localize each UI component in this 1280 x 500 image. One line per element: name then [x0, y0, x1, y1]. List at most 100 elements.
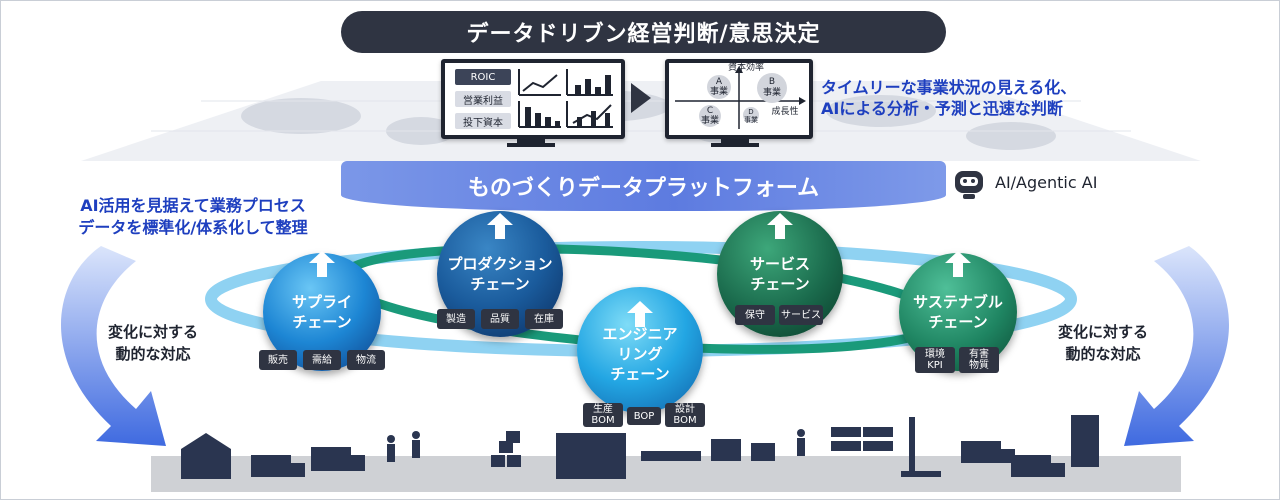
- up-arrow-icon: [487, 213, 513, 239]
- bubble-d: [743, 107, 759, 123]
- bubble-c-letter: C: [706, 106, 714, 116]
- tag-line: BOM: [591, 415, 615, 426]
- supply-tag-demand: 需給: [303, 350, 341, 370]
- production-tag-manufacturing: 製造: [437, 309, 475, 329]
- box-icon: [491, 455, 505, 467]
- worker-icon: [387, 435, 395, 443]
- axis-y-label: 資本効率: [727, 63, 764, 73]
- monitor-stand: [721, 137, 749, 143]
- kpi-mini-charts: [518, 69, 613, 128]
- engineering-chain-label-1: エンジニア: [602, 325, 678, 343]
- kpi-operating-profit-label: 営業利益: [455, 91, 511, 107]
- right-side-line-1: 変化に対する: [1057, 323, 1148, 341]
- monitor-stand: [517, 137, 545, 143]
- right-dynamic-response-label: 変化に対する 動的な対応: [1043, 321, 1163, 365]
- sustainable-chain-label-1: サステナブル: [913, 293, 1003, 311]
- bubble-b-label: 事業: [762, 88, 781, 98]
- shelf-icon: [831, 427, 861, 437]
- lift-icon: [909, 417, 915, 473]
- supply-chain-label-1: サプライ: [291, 293, 352, 311]
- conveyor-icon: [641, 451, 701, 461]
- tag-line: 物質: [969, 360, 989, 371]
- left-curved-arrow-icon: [61, 246, 166, 446]
- bubble-d-letter: D: [748, 108, 754, 116]
- right-curved-arrow-icon: [1124, 246, 1229, 446]
- production-tag-quality: 品質: [481, 309, 519, 329]
- monitor-base: [507, 143, 555, 147]
- building-icon: [1071, 415, 1099, 467]
- robot-icon: [955, 171, 983, 199]
- up-arrow-icon: [627, 301, 653, 327]
- up-arrow-icon: [945, 251, 971, 277]
- worker-icon: [412, 431, 420, 439]
- tag-line: KPI: [927, 360, 943, 371]
- right-side-line-2: 動的な対応: [1065, 345, 1141, 363]
- production-chain-label-2: チェーン: [470, 275, 530, 293]
- up-arrow-icon: [309, 251, 335, 277]
- supply-tag-logistics: 物流: [347, 350, 385, 370]
- engineering-chain-circle: エンジニアリングチェーン: [577, 287, 703, 413]
- service-tag-maintenance: 保守: [735, 305, 775, 325]
- visibility-callout: タイムリーな事業状況の見える化、 AIによる分析・予測と迅速な判断: [821, 77, 1141, 119]
- tag-line: BOM: [673, 415, 697, 426]
- truck-icon: [251, 455, 291, 477]
- bubble-c-label: 事業: [700, 116, 719, 126]
- up-arrow-icon: [767, 213, 793, 239]
- bubble-c: [699, 105, 721, 127]
- production-chain-label-1: プロダクション: [447, 255, 553, 273]
- machine-icon: [556, 433, 626, 479]
- monitor-base: [711, 143, 759, 147]
- supply-tag-sales: 販売: [259, 350, 297, 370]
- service-chain-label-2: チェーン: [750, 275, 810, 293]
- worker-icon: [797, 429, 805, 437]
- kpi-dashboard-monitor: ROIC 営業利益 投下資本: [441, 59, 625, 139]
- truck-icon: [961, 441, 1001, 463]
- truck-icon: [311, 447, 351, 471]
- tag-line: 有害: [969, 349, 989, 360]
- production-tag-inventory: 在庫: [525, 309, 563, 329]
- kpi-invested-capital-label: 投下資本: [455, 113, 511, 129]
- left-side-line-1: 変化に対する: [107, 323, 198, 341]
- sustainable-tag-hazardous-substances: 有害物質: [959, 347, 999, 373]
- kpi-roic-label: ROIC: [455, 69, 511, 85]
- forklift-icon: [751, 443, 775, 461]
- platform-banner: ものづくりデータプラットフォーム: [341, 161, 946, 211]
- sustainable-chain-label-2: チェーン: [928, 313, 988, 331]
- tag-line: 生産: [593, 404, 613, 415]
- page-title: データドリブン経営判断/意思決定: [341, 11, 946, 53]
- ai-agentic-label: AI/Agentic AI: [995, 173, 1098, 192]
- callout-line-1: タイムリーな事業状況の見える化、: [821, 78, 1077, 97]
- bubble-a-letter: A: [715, 77, 723, 87]
- tag-line: 環境: [925, 349, 945, 360]
- bubble-b-letter: B: [768, 77, 776, 87]
- service-tag-service: サービス: [779, 305, 823, 325]
- portfolio-matrix-monitor: 資本効率 成長性 A 事業 B 事業 C 事業 D 事業: [665, 59, 813, 139]
- engineering-tag-bop: BOP: [627, 407, 661, 425]
- left-callout-line-1: AI活用を見据えて業務プロセス: [80, 196, 306, 215]
- bubble-d-label: 事業: [744, 116, 758, 124]
- service-chain-label-1: サービス: [749, 255, 810, 273]
- arrow-right-icon: [631, 83, 651, 113]
- left-side-line-2: 動的な対応: [115, 345, 191, 363]
- engineering-chain-label-3: チェーン: [610, 365, 670, 383]
- tag-line: 設計: [675, 404, 695, 415]
- left-dynamic-response-label: 変化に対する 動的な対応: [93, 321, 213, 365]
- operations-icons: [181, 415, 1099, 479]
- matrix-axes: [675, 66, 806, 129]
- standardization-callout: AI活用を見据えて業務プロセス データを標準化/体系化して整理: [43, 195, 343, 239]
- warehouse-icon: [181, 433, 231, 479]
- callout-line-2: AIによる分析・予測と迅速な判断: [821, 99, 1063, 118]
- bubble-b: [757, 73, 787, 103]
- truck-icon: [1011, 455, 1051, 477]
- axis-x-label: 成長性: [771, 107, 799, 117]
- engineering-chain-label-2: リング: [617, 345, 663, 363]
- bubble-a: [707, 75, 731, 99]
- left-callout-line-2: データを標準化/体系化して整理: [78, 218, 308, 237]
- forklift-icon: [711, 439, 741, 461]
- supply-chain-label-2: チェーン: [292, 313, 352, 331]
- bubble-a-label: 事業: [709, 87, 728, 97]
